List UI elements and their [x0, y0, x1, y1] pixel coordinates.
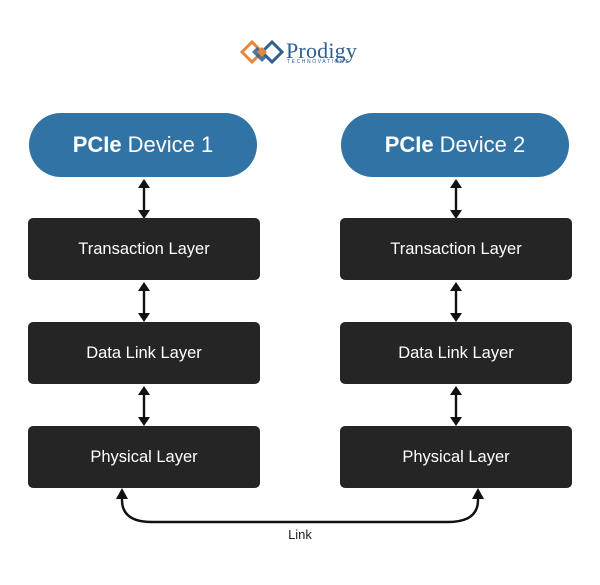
- double-arrow-icon: [138, 386, 150, 426]
- link-arrowhead-right-icon: [472, 488, 484, 499]
- device-2-data-link-layer: Data Link Layer: [340, 322, 572, 384]
- device-2-physical-layer: Physical Layer: [340, 426, 572, 488]
- device-1-data-link-layer: Data Link Layer: [28, 322, 260, 384]
- device-1-physical-layer: Physical Layer: [28, 426, 260, 488]
- pcie-device-1: PCIe Device 1: [29, 113, 257, 177]
- link-label: Link: [288, 527, 312, 542]
- logo-subtitle: TECHNOVATIONS: [287, 59, 351, 65]
- double-arrow-icon: [450, 179, 462, 219]
- logo-name: Prodigy: [286, 38, 358, 63]
- double-arrow-icon: [450, 386, 462, 426]
- device-1-transaction-layer: Transaction Layer: [28, 218, 260, 280]
- double-arrow-icon: [138, 282, 150, 322]
- device-1-bold-label: PCIe: [72, 132, 122, 157]
- pcie-device-2: PCIe Device 2: [341, 113, 569, 177]
- prodigy-logo-mark-icon: [240, 40, 284, 64]
- double-arrow-icon: [450, 282, 462, 322]
- device-2-bold-label: PCIe: [384, 132, 434, 157]
- double-arrow-icon: [138, 179, 150, 219]
- link-arrowhead-left-icon: [116, 488, 128, 499]
- prodigy-logo: Prodigy TECHNOVATIONS: [240, 38, 370, 68]
- device-2-transaction-layer: Transaction Layer: [340, 218, 572, 280]
- device-1-label: Device 1: [127, 132, 214, 157]
- device-2-label: Device 2: [439, 132, 526, 157]
